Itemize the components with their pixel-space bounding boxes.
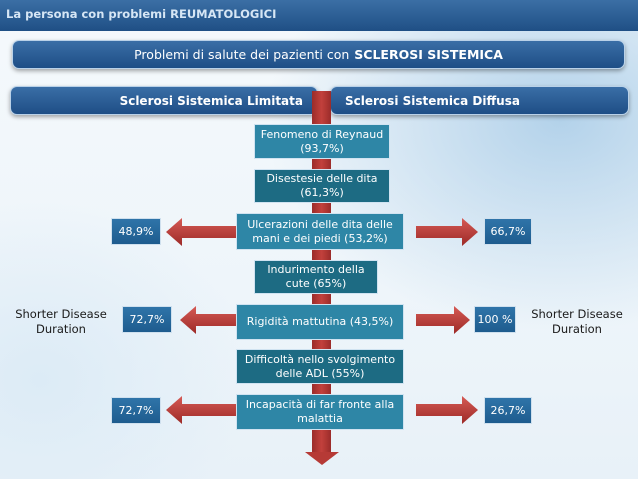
symptom-label-7: Incapacità di far fronte alla malattia xyxy=(245,398,395,425)
side-label-right: Shorter Disease Duration xyxy=(531,307,623,336)
pct-right-1: 66,7% xyxy=(484,218,532,245)
subtype-limited-label: Sclerosi Sistemica Limitata xyxy=(119,93,303,108)
symptom-box-4: Indurimento della cute (65%) xyxy=(254,260,378,294)
symptom-box-2: Disestesie delle dita (61,3%) xyxy=(254,169,390,203)
arrow-right-2 xyxy=(416,306,470,334)
arrow-left-1 xyxy=(166,218,236,246)
symptom-box-1: Fenomeno di Reynaud (93,7%) xyxy=(254,124,390,159)
pct-right-1-value: 66,7% xyxy=(490,225,526,238)
arrow-right-1 xyxy=(416,218,478,246)
pct-left-3-value: 72,7% xyxy=(118,404,154,417)
symptom-label-3: Ulcerazioni delle dita delle mani e dei … xyxy=(247,217,393,245)
symptom-label-6: Difficoltà nello svolgimento delle ADL (… xyxy=(244,352,396,380)
pct-right-3-value: 26,7% xyxy=(490,404,526,417)
symptom-label-5: Rigidità mattutina (43,5%) xyxy=(246,315,394,328)
arrow-left-2 xyxy=(180,306,236,334)
main-banner: Problemi di salute dei pazienti con SCLE… xyxy=(12,40,625,69)
symptom-box-5: Rigidità mattutina (43,5%) xyxy=(236,304,404,340)
slide-header-bar: La persona con problemi REUMATOLOGICI xyxy=(0,0,638,31)
pct-left-3: 72,7% xyxy=(111,397,161,424)
symptom-label-2: Disestesie delle dita (61,3%) xyxy=(266,172,378,199)
subtype-limited: Sclerosi Sistemica Limitata xyxy=(10,86,318,115)
vertical-arrow-head xyxy=(305,452,339,465)
symptom-box-3: Ulcerazioni delle dita delle mani e dei … xyxy=(236,213,404,250)
symptom-box-6: Difficoltà nello svolgimento delle ADL (… xyxy=(236,349,404,384)
slide-header-title: La persona con problemi REUMATOLOGICI xyxy=(6,7,277,21)
pct-right-2: 100 % xyxy=(474,306,516,333)
arrow-left-3 xyxy=(166,396,236,424)
symptom-label-4: Indurimento della cute (65%) xyxy=(267,263,365,290)
symptom-box-7: Incapacità di far fronte alla malattia xyxy=(236,394,404,430)
pct-right-3: 26,7% xyxy=(484,397,532,424)
pct-right-2-value: 100 % xyxy=(477,313,513,326)
banner-bold: SCLEROSI SISTEMICA xyxy=(354,47,503,62)
subtype-diffuse: Sclerosi Sistemica Diffusa xyxy=(330,86,629,115)
subtype-diffuse-label: Sclerosi Sistemica Diffusa xyxy=(345,93,520,108)
pct-left-2: 72,7% xyxy=(122,306,172,333)
pct-left-1-value: 48,9% xyxy=(118,225,154,238)
side-label-left: Shorter Disease Duration xyxy=(15,307,107,336)
banner-prefix: Problemi di salute dei pazienti con xyxy=(134,47,350,62)
arrow-right-3 xyxy=(416,396,478,424)
pct-left-2-value: 72,7% xyxy=(129,313,165,326)
pct-left-1: 48,9% xyxy=(111,218,161,245)
symptom-label-1: Fenomeno di Reynaud (93,7%) xyxy=(260,127,384,155)
